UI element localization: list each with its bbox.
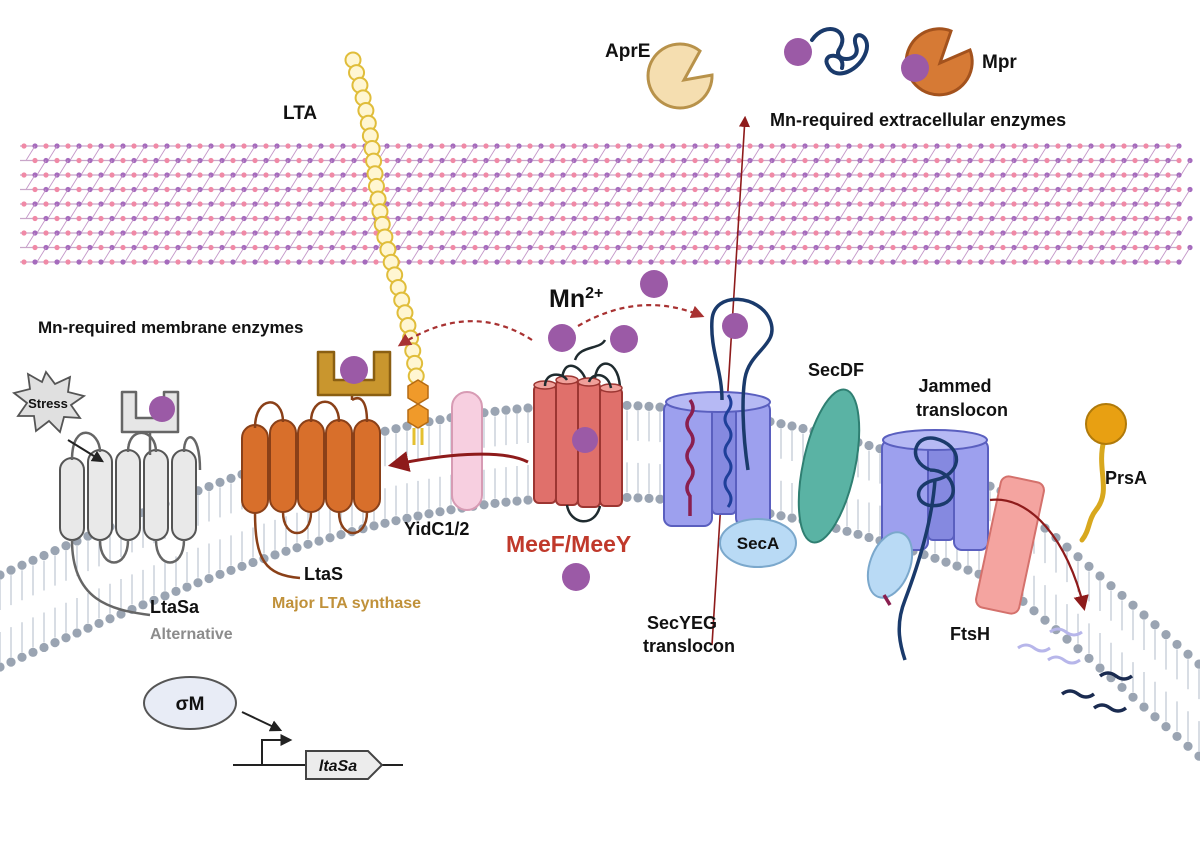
yidc-label: YidC1/2 bbox=[404, 519, 469, 539]
ftsh-label: FtsH bbox=[950, 624, 990, 644]
jammed-translocon bbox=[866, 429, 989, 661]
mn-ions bbox=[548, 270, 668, 591]
extracellular-enzymes-label: Mn-required extracellular enzymes bbox=[770, 110, 1066, 130]
mn-ion bbox=[722, 313, 748, 339]
major-lta-synthase-label: Major LTA synthase bbox=[272, 595, 421, 612]
meef-meey-protein bbox=[533, 339, 623, 523]
ltasa-protein bbox=[59, 390, 202, 617]
mn-ion bbox=[562, 563, 590, 591]
mn-ion bbox=[149, 396, 175, 422]
mn-ion bbox=[784, 38, 812, 66]
prsa-protein bbox=[1079, 403, 1127, 543]
seca-protein bbox=[719, 518, 797, 568]
stress-label: Stress bbox=[28, 396, 68, 411]
cell-wall bbox=[20, 143, 1193, 265]
ltas-protein bbox=[241, 350, 392, 580]
jammed-translocon-label-line1: Jammed bbox=[918, 376, 991, 396]
secdf-protein bbox=[797, 388, 861, 544]
mpr-enzyme bbox=[901, 27, 974, 97]
yidc-protein bbox=[451, 391, 483, 511]
ltas-label: LtaS bbox=[304, 564, 343, 584]
meef-meey-label: MeeF/MeeY bbox=[506, 531, 631, 557]
sigma-m-label: σM bbox=[176, 694, 205, 715]
apre-enzyme bbox=[646, 42, 714, 110]
stress-burst bbox=[11, 370, 87, 434]
mn-ion bbox=[572, 427, 598, 453]
jammed-translocon-label-line2: translocon bbox=[916, 400, 1008, 420]
sigma-m-arrow bbox=[241, 711, 283, 732]
secdf-label: SecDF bbox=[808, 360, 864, 380]
alternative-label: Alternative bbox=[150, 626, 233, 643]
secyeg-translocon bbox=[663, 297, 797, 568]
mn-ion bbox=[340, 356, 368, 384]
degradation-arrow bbox=[989, 498, 1089, 611]
lta-anchor bbox=[407, 379, 429, 445]
secretion-arrow bbox=[711, 115, 751, 646]
ltasa-gene-box bbox=[305, 750, 384, 780]
lta-label: LTA bbox=[283, 103, 317, 124]
mn-label: Mn2+ bbox=[549, 285, 603, 313]
secyeg-label-line1: SecYEG bbox=[647, 613, 717, 633]
mn-ion bbox=[610, 325, 638, 353]
promoter-arrow bbox=[261, 734, 293, 765]
mn-ion-text: Mn bbox=[549, 285, 585, 313]
secyeg-label-line2: translocon bbox=[643, 636, 735, 656]
lta-chain bbox=[344, 51, 425, 385]
mn-transfer-arrow-left bbox=[397, 320, 533, 347]
apre-label: AprE bbox=[605, 41, 650, 62]
mn-transfer-arrow-right bbox=[577, 303, 705, 327]
mpr-label: Mpr bbox=[982, 52, 1017, 73]
unfolded-enzyme bbox=[784, 27, 870, 76]
sigma-m-factor bbox=[143, 676, 237, 730]
mn-ion bbox=[901, 54, 929, 82]
mn-ion bbox=[640, 270, 668, 298]
seca-label: SecA bbox=[737, 534, 780, 553]
stress-arrow bbox=[67, 439, 105, 463]
prsa-label: PrsA bbox=[1105, 468, 1147, 488]
yidc-to-ltas-arrow bbox=[387, 451, 529, 472]
ltasa-label: LtaSa bbox=[150, 597, 200, 617]
mn-charge-text: 2+ bbox=[585, 285, 603, 302]
membrane-enzymes-label: Mn-required membrane enzymes bbox=[38, 318, 303, 337]
ltasa-gene-label: ltaSa bbox=[319, 758, 357, 775]
mn-ion bbox=[548, 324, 576, 352]
degraded-peptides bbox=[1017, 627, 1134, 713]
